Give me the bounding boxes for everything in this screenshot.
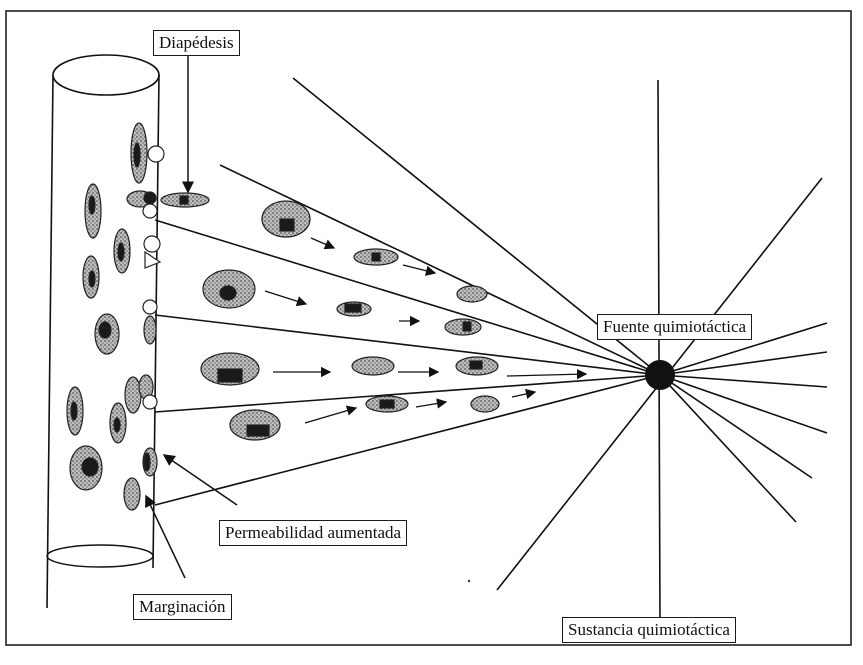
transmigrating-cell — [145, 252, 160, 268]
movement-arrow — [507, 374, 586, 376]
permeability-pointer-arrow — [164, 455, 237, 505]
migrating-cell-nucleus — [380, 400, 394, 408]
migrating-leukocytes — [201, 201, 499, 440]
leukocyte-nucleus — [114, 418, 120, 432]
migrating-cell — [471, 396, 499, 412]
margination-label: Marginación — [133, 594, 232, 620]
leukocyte-nucleus — [71, 402, 77, 420]
ray-vertical — [658, 80, 660, 625]
leukocyte — [125, 377, 141, 413]
chemotactic-substance-label: Sustancia quimiotáctica — [562, 617, 736, 643]
leukocyte-nucleus — [99, 322, 111, 338]
chemotactic-source-dot — [645, 360, 675, 390]
cell-nucleus — [144, 192, 156, 204]
marginating-cell — [144, 316, 156, 344]
movement-arrow — [305, 408, 356, 423]
leukocyte-nucleus — [118, 243, 124, 261]
vessel-leukocytes — [67, 123, 147, 510]
vessel-left-wall — [47, 75, 53, 608]
leukocyte-nucleus — [89, 196, 95, 214]
leukocyte — [124, 478, 140, 510]
migrating-cell-nucleus — [247, 425, 269, 436]
movement-arrow — [311, 238, 334, 248]
increased-permeability-label: Permeabilidad aumentada — [219, 520, 407, 546]
margination-pointer-arrow — [146, 496, 185, 578]
diapedesis-label: Diapédesis — [153, 30, 240, 56]
migrating-cell-nucleus — [280, 219, 294, 231]
ray-vessel-4 — [155, 375, 660, 505]
red-blood-cell — [144, 236, 160, 252]
migrating-cell-nucleus — [220, 286, 236, 300]
migrating-cell-nucleus — [218, 369, 242, 382]
movement-arrows — [265, 238, 586, 423]
migrating-cell — [457, 286, 487, 302]
migrating-cell-nucleus — [345, 304, 361, 312]
ray-east-4 — [660, 375, 827, 433]
ray-east-6 — [660, 375, 796, 522]
ray-east-5 — [660, 375, 812, 478]
emigrating-cell-nucleus — [180, 196, 188, 204]
movement-arrow — [265, 291, 306, 304]
ray-east-2 — [660, 352, 827, 375]
red-blood-cell — [143, 300, 157, 314]
migrating-cell — [352, 357, 394, 375]
stray-dot — [468, 580, 470, 582]
vessel-top-ellipse — [53, 55, 159, 95]
red-blood-cell — [148, 146, 164, 162]
ray-east-3 — [660, 375, 827, 387]
movement-arrow — [416, 402, 446, 407]
migrating-cell-nucleus — [463, 322, 471, 331]
red-blood-cell — [143, 395, 157, 409]
vessel-bottom-ellipse — [47, 545, 153, 567]
cell-nucleus — [144, 453, 150, 471]
migrating-cell-nucleus — [470, 361, 482, 369]
movement-arrow — [512, 392, 535, 397]
leukocyte-nucleus — [134, 143, 140, 167]
wall-cells — [127, 146, 164, 476]
migrating-cell-nucleus — [372, 253, 380, 261]
chemotactic-source-label: Fuente quimiotáctica — [597, 314, 752, 340]
red-blood-cell — [143, 204, 157, 218]
leukocyte-nucleus — [82, 458, 98, 476]
diapedesis-cell — [161, 193, 209, 207]
leukocyte-nucleus — [89, 271, 95, 287]
